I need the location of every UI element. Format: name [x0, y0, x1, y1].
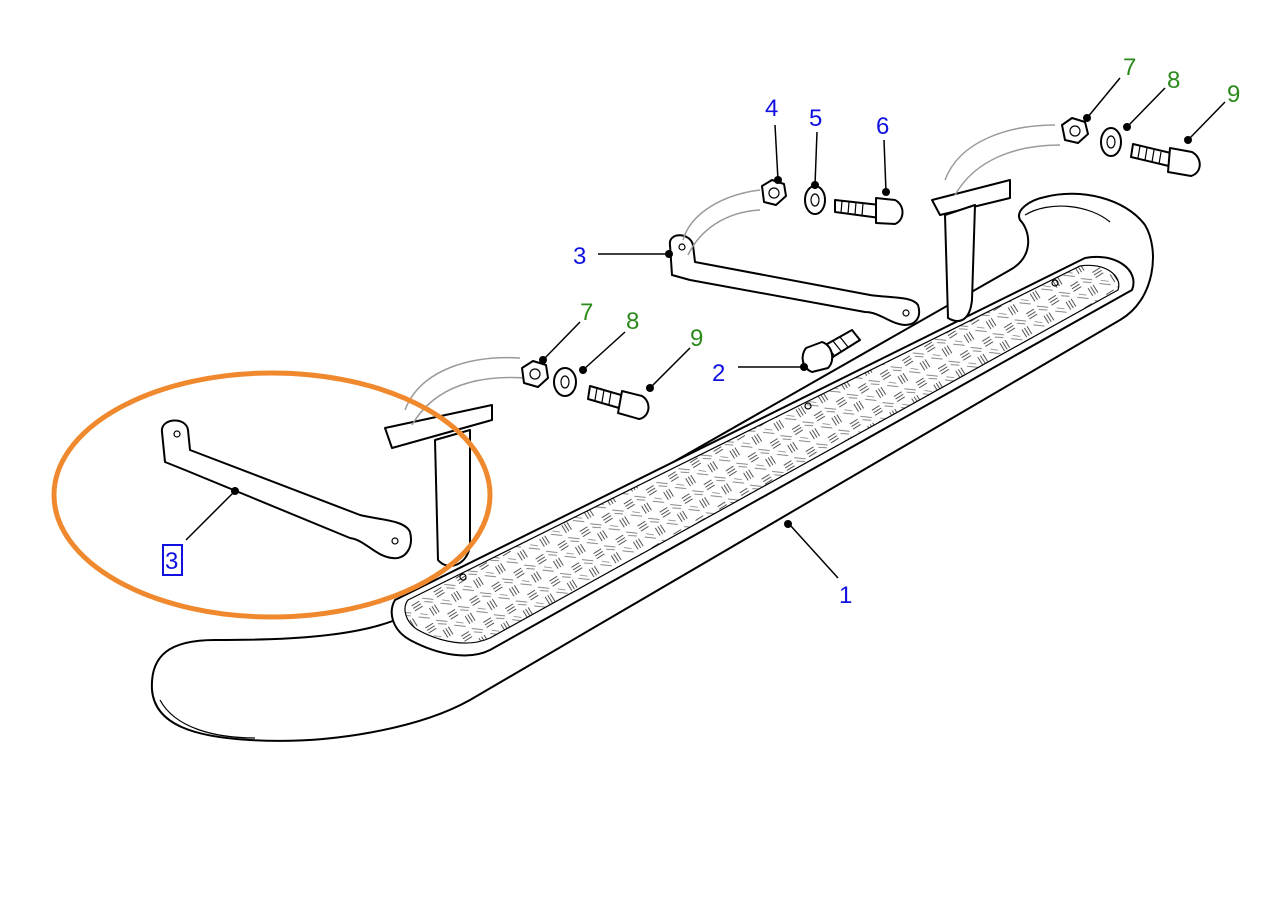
bolt-part-9-mid[interactable] [587, 385, 650, 420]
callout-7-mid[interactable]: 7 [580, 299, 593, 326]
nut-part-7-mid[interactable] [521, 360, 549, 388]
support-bar-lower[interactable] [160, 419, 412, 560]
washer-part-5[interactable] [804, 185, 826, 215]
callout-2[interactable]: 2 [712, 360, 725, 387]
callout-3-upper[interactable]: 3 [573, 243, 586, 270]
callout-5[interactable]: 5 [809, 105, 822, 132]
callout-8-top[interactable]: 8 [1167, 67, 1180, 94]
callout-9-mid[interactable]: 9 [690, 325, 703, 352]
bolt-part-6[interactable] [834, 197, 904, 225]
bolt-part-9-top[interactable] [1130, 143, 1201, 177]
callout-1[interactable]: 1 [839, 582, 852, 609]
leader-lines [185, 77, 1226, 579]
callout-8-mid[interactable]: 8 [626, 308, 639, 335]
support-bar-upper[interactable] [668, 189, 921, 326]
tube-bracket-rear[interactable] [931, 124, 1061, 322]
callout-6[interactable]: 6 [876, 113, 889, 140]
callout-4[interactable]: 4 [765, 95, 778, 122]
nut-part-4[interactable] [761, 179, 787, 206]
side-step-tube[interactable] [150, 192, 1154, 742]
callout-labels: 1 2 3 3 4 5 6 7 8 9 7 8 9 [162, 54, 1240, 609]
selection-box [162, 544, 183, 576]
callout-9-top[interactable]: 9 [1227, 81, 1240, 108]
tube-bracket-front[interactable] [384, 356, 526, 567]
nut-part-7-top[interactable] [1061, 117, 1089, 144]
callout-3-lower[interactable]: 3 [165, 548, 178, 575]
callout-7-top[interactable]: 7 [1123, 54, 1136, 81]
washer-part-8-top[interactable] [1100, 127, 1122, 157]
washer-part-8-mid[interactable] [553, 367, 577, 397]
tread-plate [390, 255, 1135, 657]
highlight-circle [51, 370, 493, 620]
bolt-part-2[interactable] [801, 329, 861, 373]
